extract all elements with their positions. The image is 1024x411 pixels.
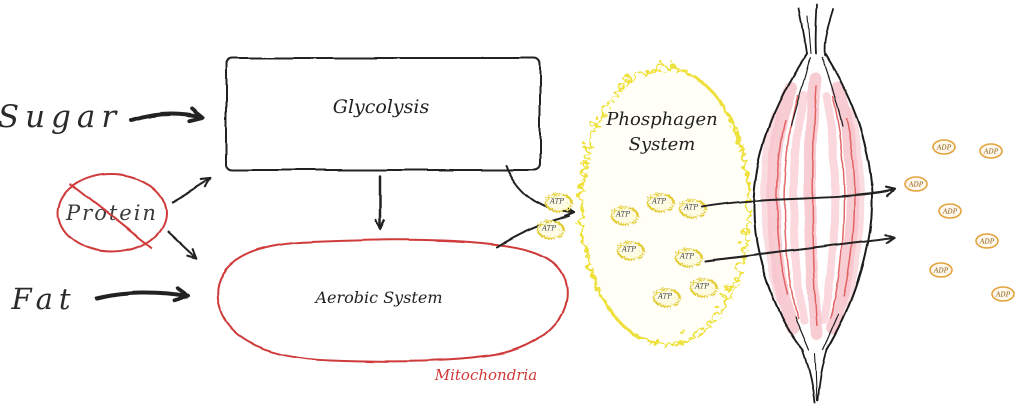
atp-token: ATP (645, 191, 673, 211)
adp-token-shape (975, 233, 999, 249)
atp-token-label: ATP (694, 283, 709, 291)
atp-token-label: ATP (621, 246, 636, 254)
atp-token-shape (615, 239, 643, 259)
adp-token-label: ADP (979, 237, 995, 245)
mitochondria-label: Mitochondria (434, 366, 537, 384)
atp-token: ATP (543, 191, 571, 211)
atp-token-label: ATP (683, 204, 698, 212)
adp-token: ADP (991, 286, 1015, 302)
adp-token-shape (904, 176, 928, 192)
adp-token: ADP (979, 143, 1003, 159)
atp-token-label: ATP (541, 225, 556, 233)
atp-token-label: ATP (651, 198, 666, 206)
atp-token-shape (609, 204, 637, 224)
adp-token-label: ADP (942, 207, 958, 215)
muscle-tendon-bottom (802, 349, 828, 403)
atp-token: ATP (651, 286, 679, 306)
arrow-fat-to-aerobic (95, 285, 190, 303)
atp-token-label: ATP (615, 211, 630, 219)
adp-token: ADP (932, 139, 956, 155)
muscle-illustration (752, 4, 874, 403)
adp-token: ADP (975, 233, 999, 249)
sugar-label: Sugar (0, 99, 122, 135)
adp-token: ADP (938, 203, 962, 219)
atp-token-label: ATP (679, 253, 694, 261)
glycolysis-label: Glycolysis (333, 96, 430, 118)
atp-token-shape (543, 191, 571, 211)
muscle-fibers (761, 72, 865, 340)
arrow-phosphagen-to-muscle-upper (701, 186, 897, 208)
arrow-sugar-to-glycolysis (129, 106, 206, 123)
arrow-glycolysis-to-phosphagen (505, 165, 575, 218)
adp-token-shape (932, 139, 956, 155)
adp-token: ADP (929, 262, 953, 278)
protein-crossout-line (69, 183, 153, 249)
adp-token-shape (979, 143, 1003, 159)
atp-token-shape (688, 276, 716, 296)
phosphagen-label-line2: System (629, 134, 696, 155)
aerobic-blob (216, 238, 568, 363)
atp-token: ATP (609, 204, 637, 224)
muscle-striations (776, 84, 856, 327)
phosphagen-label-line1: Phosphagen (605, 109, 717, 130)
adp-token-label: ADP (936, 143, 952, 151)
atp-token-label: ATP (549, 198, 564, 206)
atp-token: ATP (677, 197, 705, 217)
atp-token: ATP (673, 246, 701, 266)
arrow-phosphagen-to-muscle-lower (705, 233, 896, 262)
atp-token-shape (645, 191, 673, 211)
adp-token-label: ADP (908, 180, 924, 188)
adp-token-label: ADP (983, 147, 999, 155)
protein-label: Protein (65, 201, 158, 225)
adp-token-shape (929, 262, 953, 278)
arrow-protein-to-glycolysis (171, 177, 212, 203)
atp-token-shape (673, 246, 701, 266)
aerobic-label: Aerobic System (314, 288, 443, 307)
glycolysis-box (225, 57, 541, 171)
arrow-aerobic-to-phosphagen (496, 216, 569, 248)
adp-token-shape (991, 286, 1015, 302)
atp-token-shape (651, 286, 679, 306)
muscle-tendon-top (798, 4, 834, 57)
arrow-protein-to-aerobic (167, 231, 198, 260)
adp-token: ADP (904, 176, 928, 192)
adp-token-label: ADP (995, 290, 1011, 298)
atp-token: ATP (615, 239, 643, 259)
adp-token-label: ADP (933, 266, 949, 274)
fat-label: Fat (10, 282, 76, 316)
atp-token-shape (535, 218, 563, 238)
atp-token: ATP (688, 276, 716, 296)
adp-token-shape (938, 203, 962, 219)
protein-crossout-circle (57, 173, 167, 253)
atp-token: ATP (535, 218, 563, 238)
atp-token-label: ATP (657, 293, 672, 301)
muscle-outline (752, 53, 874, 351)
